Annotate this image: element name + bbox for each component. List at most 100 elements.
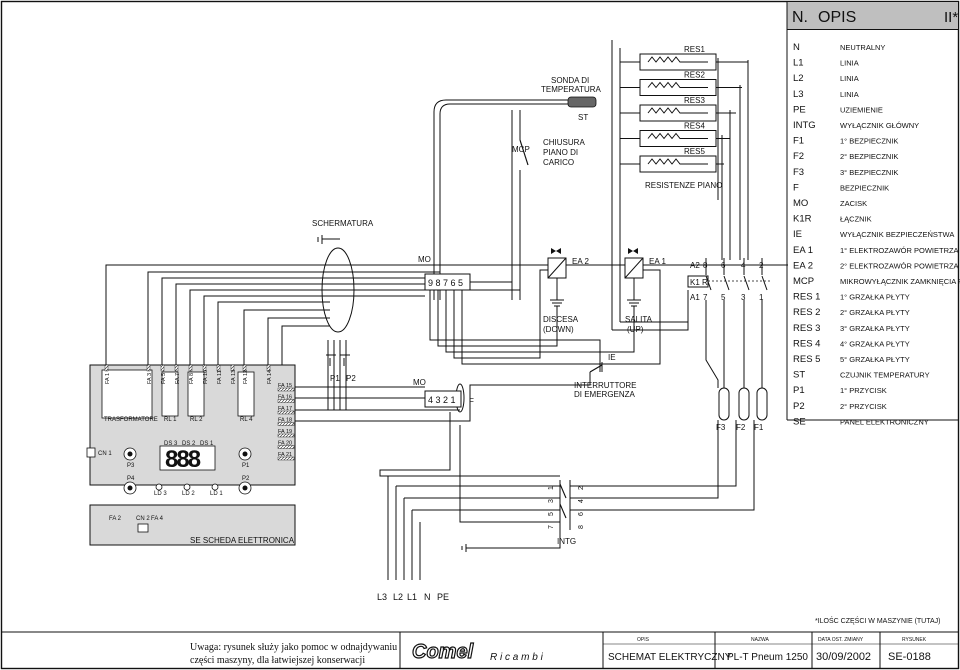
legend-code: MCP [793, 276, 814, 287]
legend-code: SE [793, 416, 806, 427]
legend-desc: ŁĄCZNIK [840, 215, 872, 224]
k1r-top-pin: 4 [741, 261, 746, 270]
relay-label: RL 2 [190, 417, 203, 423]
comel-logo: Comel [405, 640, 485, 664]
solenoid-ea1 [624, 248, 644, 307]
uwaga-line-1: Uwaga: rysunek służy jako pomoc w odnajd… [190, 642, 397, 653]
legend-code: PE [793, 104, 806, 115]
k1r-top-pin: 2 [759, 261, 764, 270]
intg-pin-7: 7 [548, 525, 555, 529]
legend-desc: MIKROWYŁĄCZNIK ZAMKNIĘCIA PŁYTY [840, 277, 960, 286]
chiusura-label-3: CARICO [543, 158, 574, 167]
fa-right-label: FA 20 [278, 441, 292, 447]
legend-code: RES 2 [793, 307, 820, 318]
legend-code: INTG [793, 120, 816, 131]
legend-code-header: N. [792, 9, 808, 26]
mcp-label: MCP [512, 145, 530, 154]
relay-label: RL 4 [240, 417, 253, 423]
cn1-label: CN 1 [98, 451, 112, 457]
fa-top-label: FA 13 [231, 370, 237, 384]
trasformatore-label: TRASFORMATORE [104, 417, 158, 423]
legend-desc: 5° GRZAŁKA PŁYTY [840, 355, 910, 364]
legend-code: F1 [793, 136, 804, 147]
relay-box [237, 371, 255, 417]
resistor-label: RES2 [684, 71, 705, 80]
discesa-label-1: DISCESA [543, 315, 579, 324]
a2-label: A2 [690, 261, 700, 270]
fa2-label: FA 2 [109, 516, 122, 522]
mo-top-label: MO [418, 255, 431, 264]
ea2-label: EA 2 [572, 257, 589, 266]
trasformatore-box [101, 369, 153, 419]
display-panel [159, 445, 216, 471]
legend-code: RES 1 [793, 292, 820, 303]
legend-desc: 1° GRZAŁKA PŁYTY [840, 293, 910, 302]
fuse-icon [738, 387, 750, 421]
mcp-switch [511, 110, 529, 300]
chiusura-label-1: CHIUSURA [543, 138, 585, 147]
btn-p3-label: P3 [127, 463, 135, 469]
btn-p4-label: P4 [127, 476, 135, 482]
legend-title: OPIS [818, 9, 856, 26]
fa4-label: FA 4 [151, 516, 164, 522]
legend-roman: II* [944, 9, 958, 26]
legend-code: K1R [793, 214, 812, 225]
rysunek-value: SE-0188 [888, 651, 931, 663]
cn1-connector [86, 447, 96, 458]
fa-right-label: FA 15 [278, 383, 292, 389]
interruttore-label-2: DI EMERGENZA [574, 390, 636, 399]
led-icon [155, 483, 163, 491]
btn-p1-label: P1 [242, 463, 250, 469]
intg-main-switch [559, 480, 571, 530]
board-title: SE SCHEDA ELETTRONICA [190, 536, 295, 545]
mo-bottom-pins: 4 3 2 1 [428, 395, 456, 405]
fuse-icon [756, 387, 768, 421]
mo-terminal-top [424, 273, 471, 291]
opis-header: OPIS [637, 637, 650, 643]
ds1-label: DS 1 [200, 441, 214, 447]
power-line-label: N [424, 592, 431, 602]
legend-code: EA 1 [793, 245, 813, 256]
opis-value: SCHEMAT ELEKTRYCZNY [608, 652, 732, 663]
power-line-label: L2 [393, 592, 403, 602]
legend-desc: 1° BEZPIECZNIK [840, 137, 898, 146]
probe-sensor-icon [567, 96, 597, 108]
mo-bottom-label: MO [413, 378, 426, 387]
legend-desc: 2° ELEKTROZAWÓR POWIETRZA [840, 261, 959, 270]
legend-code: RES 5 [793, 354, 820, 365]
legend-desc: CZUJNIK TEMPERATURY [840, 371, 930, 380]
intg-label: INTG [557, 537, 576, 546]
legend-desc: LINIA [840, 74, 859, 83]
legend-desc: UZIEMIENIE [840, 105, 883, 114]
fa-top-label: FA 7 [175, 373, 181, 384]
fa-right-label: FA 18 [278, 418, 292, 424]
rysunek-header: RYSUNEK [902, 637, 927, 643]
legend-header [786, 1, 959, 30]
intg-pin-1: 1 [548, 486, 555, 490]
legend-code: IE [793, 229, 802, 240]
intg-pin-6: 6 [578, 512, 585, 516]
chiusura-label-2: PIANO DI [543, 148, 578, 157]
mo-terminal-bottom [424, 390, 462, 408]
legend-desc: 4° GRZAŁKA PŁYTY [840, 339, 910, 348]
k1r-bottom-pin: 7 [703, 293, 708, 302]
legend-code: MO [793, 198, 808, 209]
resistenze-block [611, 40, 749, 330]
resistenze-label: RESISTENZE PIANO [645, 181, 722, 190]
fa-top-label: FA 3 [147, 373, 153, 384]
legend-desc: 1° PRZYCISK [840, 386, 887, 395]
legend-code: RES 4 [793, 338, 820, 349]
fa-right-label: FA 16 [278, 395, 292, 401]
intg-pin-5: 5 [548, 512, 555, 516]
cn2-connector [137, 523, 149, 533]
power-line-label: PE [437, 592, 449, 602]
ground-icon [461, 544, 480, 552]
data-header: DATA OST. ZMIANY [818, 637, 864, 643]
led-icon [211, 483, 219, 491]
board-lower [89, 504, 296, 546]
